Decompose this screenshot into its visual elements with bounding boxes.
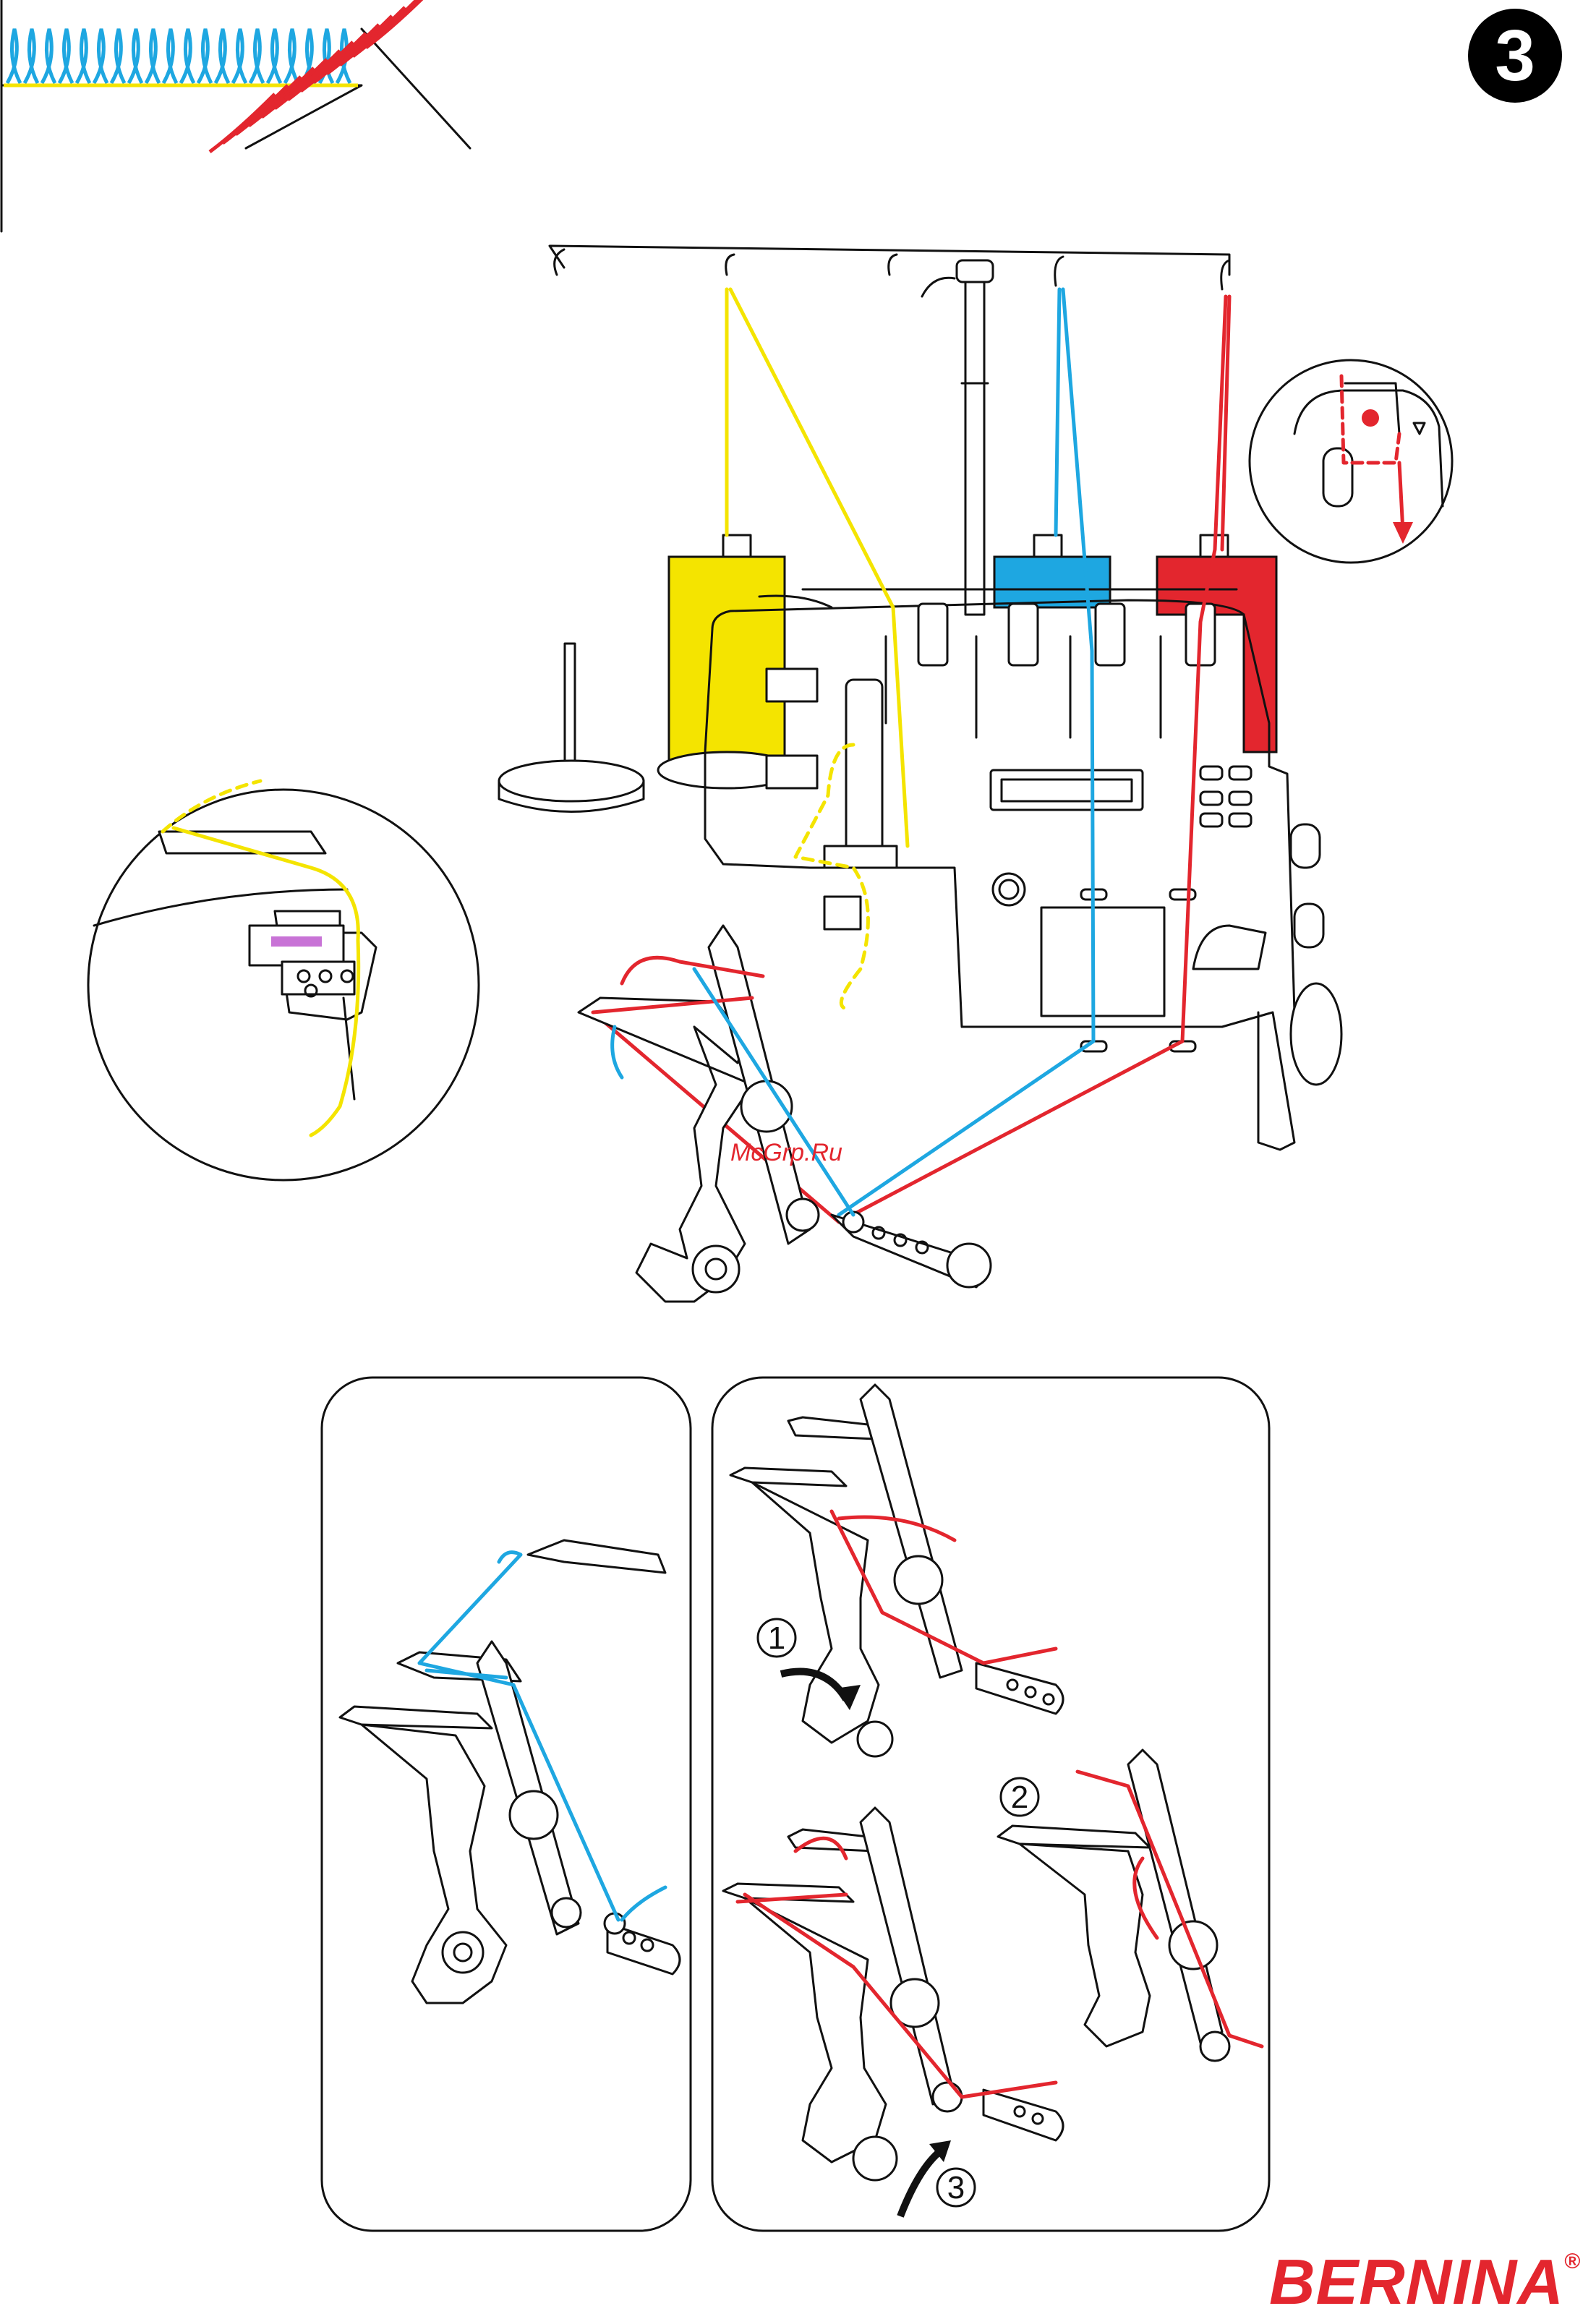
stitch-loop-red <box>223 85 288 143</box>
thread-guide-detail-icon <box>1250 360 1452 563</box>
stitch-loop-blue <box>215 29 229 83</box>
upper-looper-threading-icon <box>322 1378 691 2231</box>
red-spool <box>1157 535 1276 752</box>
stitch-loop-blue <box>198 29 211 83</box>
stitch-loop-blue <box>77 29 90 83</box>
step-1-looper: 1 <box>730 1385 1063 1756</box>
stitch-loop-blue <box>94 29 107 83</box>
stitch-loop-blue <box>25 29 38 83</box>
stitch-loop-red <box>210 94 275 152</box>
stitch-loop-red <box>353 0 418 56</box>
stitch-loop-blue <box>163 29 176 83</box>
stitch-loop-blue <box>42 29 55 83</box>
lower-looper-threading-steps-icon: 1 2 <box>712 1378 1269 2231</box>
yellow-spool <box>658 535 795 788</box>
stitch-loop-blue <box>250 29 263 83</box>
needle-threading-detail-icon <box>88 781 479 1180</box>
brand-registered-mark: ® <box>1564 2250 1581 2273</box>
looper-assembly <box>579 926 991 1302</box>
stitch-loop-blue <box>129 29 142 83</box>
callout-one: 1 <box>768 1620 785 1656</box>
stitch-loop-blue <box>181 29 194 83</box>
callout-three: 3 <box>947 2170 965 2205</box>
step-3-looper: 3 <box>723 1808 1063 2216</box>
stitch-loop-red <box>340 7 405 65</box>
thread-stand <box>550 246 1229 615</box>
overlock-stitch-sample-icon <box>1 0 470 231</box>
stitch-loop-red <box>366 0 431 48</box>
brand-logo: BERNINA® <box>1269 2245 1581 2319</box>
step-number-badge: 3 <box>1468 9 1562 103</box>
stitch-loop-blue <box>233 29 246 83</box>
callout-two: 2 <box>1011 1780 1028 1815</box>
stitch-loop-blue <box>7 29 20 83</box>
stitch-loop-red <box>327 16 392 74</box>
watermark: McGrp.Ru <box>730 1139 842 1167</box>
blue-spool <box>994 535 1110 607</box>
brand-name: BERNINA <box>1269 2246 1564 2318</box>
stitch-loop-blue <box>59 29 72 83</box>
stitch-loop-blue <box>268 29 281 83</box>
stitch-loop-blue <box>285 29 298 83</box>
step-2-looper: 2 <box>998 1750 1262 2061</box>
stitch-loop-blue <box>111 29 124 83</box>
stitch-loop-blue <box>146 29 159 83</box>
